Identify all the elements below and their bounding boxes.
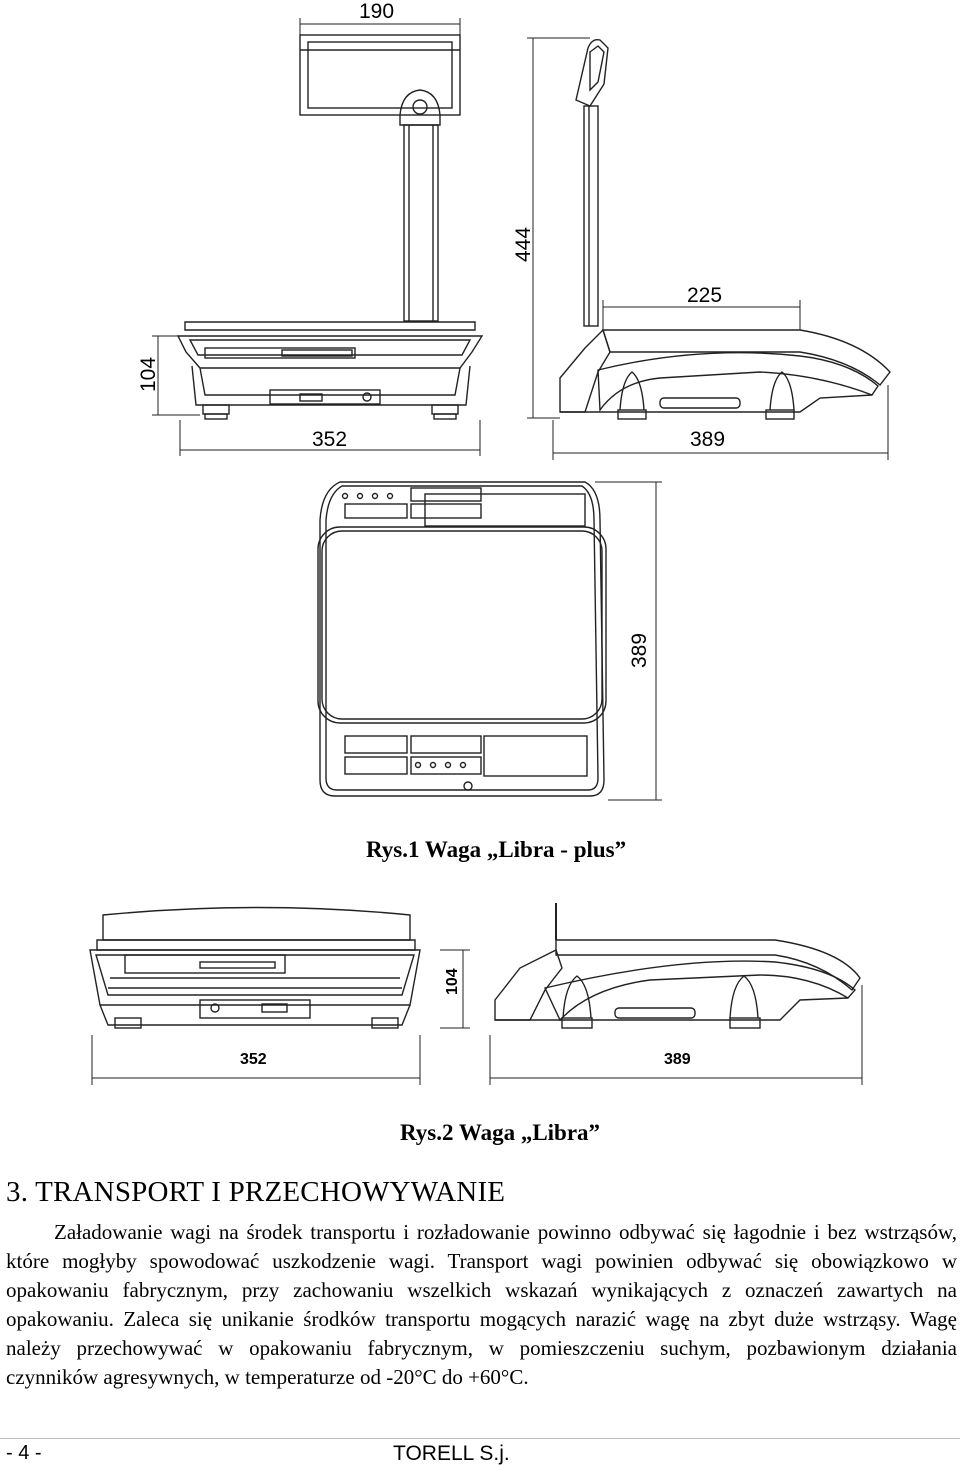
fig2-dim-front-width: 352 — [240, 1051, 267, 1068]
section-paragraph: Załadowanie wagi na środek transportu i … — [6, 1220, 957, 1389]
fig1-dimension-lines — [152, 18, 889, 460]
dim-front-base-width: 352 — [312, 428, 347, 451]
fig1-top-dimension-lines — [595, 481, 662, 801]
fig1-top-view — [317, 481, 607, 797]
dim-top-depth: 389 — [628, 633, 651, 668]
company-name: TORELL S.j. — [393, 1442, 510, 1465]
dim-height: 104 — [137, 357, 160, 392]
fig1-front-view — [176, 34, 484, 420]
footer-divider — [0, 1438, 960, 1439]
dim-front-width: 190 — [359, 0, 394, 23]
dim-side-depth: 389 — [690, 428, 725, 451]
page-number: - 4 - — [6, 1442, 42, 1464]
section-heading: 3. TRANSPORT I PRZECHOWYWANIE — [6, 1176, 506, 1208]
fig2-dim-height: 104 — [444, 968, 461, 995]
dim-side-total-height: 444 — [512, 227, 535, 262]
section-body: Załadowanie wagi na środek transportu i … — [6, 1218, 957, 1392]
figure2-caption: Rys.2 Waga „Libra” — [400, 1120, 601, 1145]
fig2-side-view — [494, 903, 861, 1029]
fig2-side-dimension-lines — [489, 985, 863, 1085]
technical-drawings: 190 104 352 444 225 389 389 104 352 389 — [89, 0, 891, 1085]
fig2-front-dimension-lines — [91, 949, 470, 1085]
fig2-front-view — [89, 906, 421, 1029]
dim-side-depth-upper: 225 — [687, 284, 722, 307]
figure1-caption: Rys.1 Waga „Libra - plus” — [366, 837, 627, 862]
fig1-side-view — [559, 38, 891, 420]
fig2-dim-side-depth: 389 — [664, 1051, 691, 1068]
